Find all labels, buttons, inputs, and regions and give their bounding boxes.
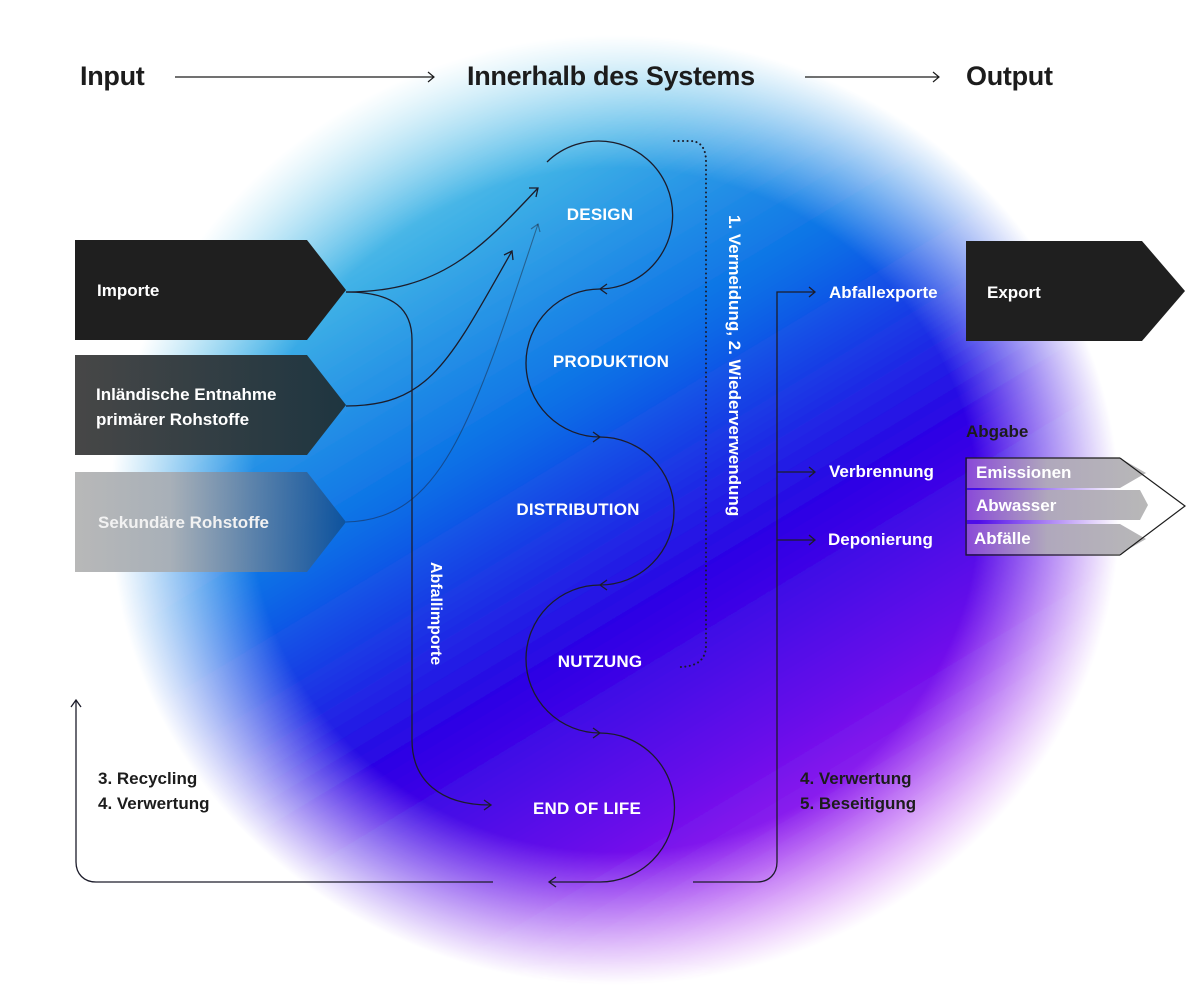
- disposal-label-2: 5. Beseitigung: [800, 794, 917, 813]
- stage-distribution: DISTRIBUTION: [516, 500, 640, 519]
- input-label-sekundaere: Sekundäre Rohstoffe: [98, 513, 269, 532]
- recycling-label-2: 4. Verwertung: [98, 794, 210, 813]
- input-box-inlaendische: [75, 355, 346, 455]
- header-input: Input: [80, 61, 145, 91]
- release-box: [965, 457, 1187, 556]
- input-box-sekundaere: [75, 472, 346, 572]
- header-arrow-input-system: [175, 71, 435, 83]
- label-abfallimporte: Abfallimporte: [427, 562, 444, 666]
- stage-design: DESIGN: [566, 205, 634, 224]
- input-box-importe: [75, 240, 346, 340]
- arrowhead-icon: [483, 799, 493, 811]
- loop-label-vermeidung: 1. Vermeidung, 2. Wiederverwendung: [725, 215, 744, 517]
- export-label: Export: [987, 283, 1041, 302]
- recycling-loop-line: [70, 698, 493, 883]
- arrowhead-icon: [547, 876, 557, 888]
- output-label-deponierung: Deponierung: [828, 530, 933, 549]
- release-title: Abgabe: [966, 422, 1029, 441]
- flow-inlaendische-to-design: [345, 250, 513, 407]
- flow-sekundaere-to-design: [345, 223, 539, 523]
- output-line: [693, 286, 817, 883]
- flow-importe-to-abfallimporte: [345, 291, 491, 806]
- arrowhead-icon: [530, 223, 541, 233]
- input-label-inlaendische-line1: Inländische Entnahme: [96, 385, 277, 404]
- flow-importe-to-design: [345, 187, 539, 293]
- input-label-inlaendische-line2: primärer Rohstoffe: [96, 410, 250, 429]
- lifecycle-curve: [525, 140, 676, 888]
- arrowhead-icon: [70, 698, 82, 708]
- stage-end-of-life: END OF LIFE: [533, 799, 641, 818]
- arrowhead-icon: [503, 250, 514, 261]
- release-item-emissionen: Emissionen: [976, 463, 1072, 482]
- header-system: Innerhalb des Systems: [467, 61, 755, 91]
- output-label-verbrennung: Verbrennung: [829, 462, 934, 481]
- arrowhead-icon: [529, 187, 539, 198]
- arrowhead-icon: [808, 534, 817, 546]
- stage-produktion: PRODUKTION: [552, 352, 670, 371]
- header-arrow-system-output: [805, 71, 940, 83]
- stage-nutzung: NUTZUNG: [557, 652, 643, 671]
- arrowhead-icon: [808, 286, 817, 298]
- dotted-loop-line: [673, 140, 707, 668]
- output-label-abfallexporte: Abfallexporte: [829, 283, 938, 302]
- release-item-abfaelle: Abfälle: [974, 529, 1031, 548]
- recycling-label-1: 3. Recycling: [98, 769, 198, 788]
- export-box: [966, 241, 1185, 341]
- release-item-abwasser: Abwasser: [976, 496, 1057, 515]
- input-label-importe: Importe: [97, 281, 160, 300]
- header-output: Output: [966, 61, 1053, 91]
- disposal-label-1: 4. Verwertung: [800, 769, 912, 788]
- arrowhead-icon: [808, 466, 817, 478]
